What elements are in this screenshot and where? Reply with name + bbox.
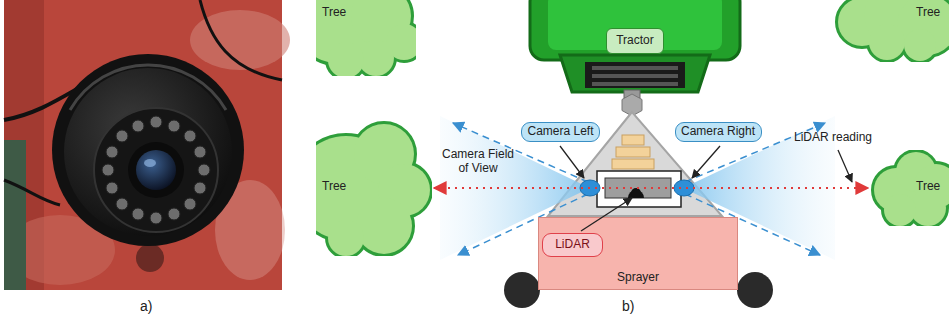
lidar-callout: LiDAR	[542, 233, 603, 257]
camera-callout: Camera Right	[675, 122, 762, 142]
node-label: Tree	[916, 180, 940, 194]
tree-cloud: Tree	[316, 120, 432, 256]
node-label: Camera Left	[527, 125, 593, 139]
lidar-reading-label: LiDAR reading	[794, 131, 884, 145]
camera-callout: Camera Left	[521, 122, 600, 142]
tractor-body	[530, 0, 740, 116]
sprayer-body: Sprayer LiDAR	[538, 217, 738, 290]
lidar-leader	[539, 218, 540, 219]
lidar-beam	[434, 187, 868, 189]
node-label: LiDAR	[555, 238, 590, 252]
node-label: Camera Right	[681, 125, 755, 139]
panel-letter: a)	[140, 298, 170, 314]
node-label: Tractor	[616, 34, 654, 48]
node-label: Sprayer	[617, 271, 659, 285]
tree-cloud: Tree	[870, 150, 949, 226]
node-label: Tree	[916, 6, 940, 20]
callout-leaders	[560, 146, 852, 182]
tree-cloud: Tree	[832, 0, 949, 62]
node-label: Tree	[322, 180, 346, 194]
panel-letter: b)	[622, 298, 652, 314]
node-label: Tree	[322, 6, 346, 20]
tractor-label: Tractor	[606, 28, 664, 54]
field-of-view-label: Camera Field of View	[438, 148, 518, 176]
camera-photo	[4, 0, 290, 290]
tree-cloud: Tree	[316, 0, 416, 76]
